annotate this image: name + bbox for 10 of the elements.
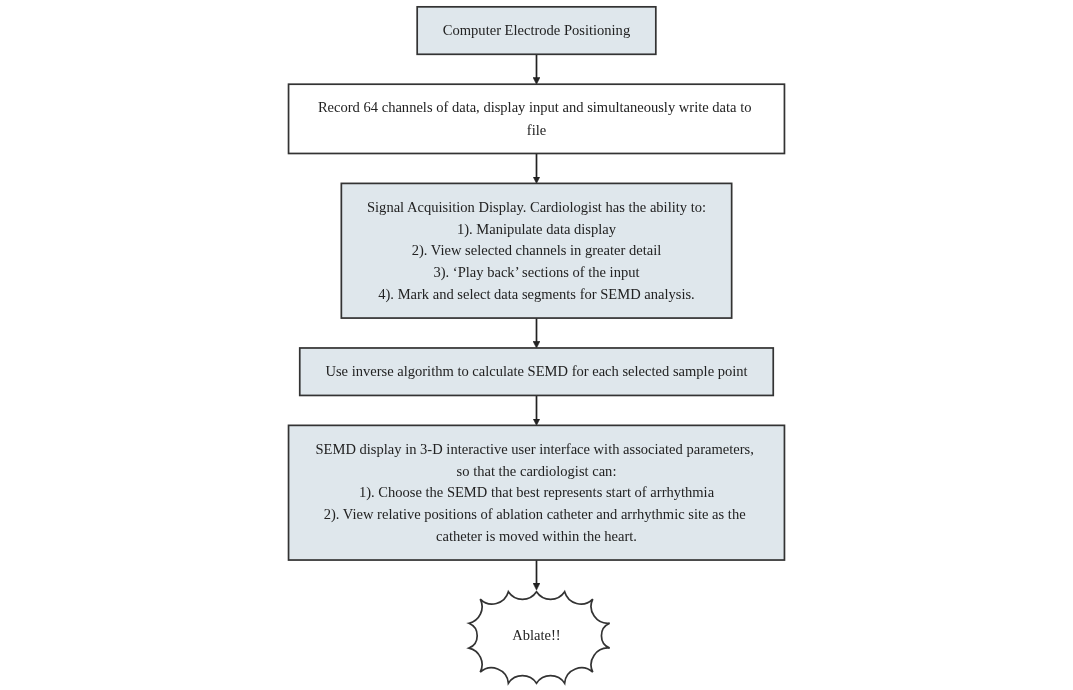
arrow [532, 317, 541, 349]
arrow [532, 53, 541, 85]
node-box: SEMD display in 3-D interactive user interface with associated parameters, so that the cardiologist can: 1). Choose the SEMD that best represents start of arrhythmia 2). View relative positions of ablation catheter and arrhythmic site as the catheter is moved within the heart. [287, 424, 786, 561]
node-box: Use inverse algorithm to calculate SEMD for each selected sample point [298, 347, 775, 397]
arrow [532, 394, 541, 426]
node-box: Record 64 channels of data, display input and simultaneously write data to file [287, 83, 786, 155]
arrow [532, 559, 541, 591]
node-box: Computer Electrode Positioning [416, 6, 657, 56]
node-box: Signal Acquisition Display. Cardiologist has the ability to: 1). Manipulate data display 2). View selected channels in greater detail 3). ‘Play back’ sections of the input 4). Mark and select data segments for SEMD analysis. [340, 182, 733, 319]
arrow [532, 152, 541, 184]
